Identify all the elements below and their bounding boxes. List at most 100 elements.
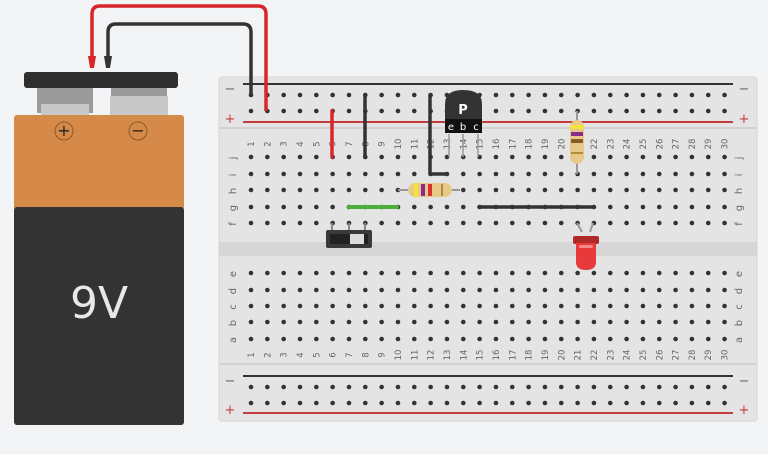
terminal-hole[interactable]: [330, 187, 335, 193]
rail-hole[interactable]: [412, 108, 417, 114]
terminal-hole[interactable]: [379, 154, 384, 160]
terminal-hole[interactable]: [330, 204, 335, 210]
rail-hole[interactable]: [460, 400, 466, 406]
terminal-hole[interactable]: [460, 303, 466, 309]
rail-hole[interactable]: [379, 400, 384, 406]
rail-hole[interactable]: [624, 400, 629, 406]
rail-hole[interactable]: [330, 384, 335, 390]
terminal-hole[interactable]: [477, 220, 482, 226]
terminal-hole[interactable]: [460, 319, 466, 325]
rail-hole[interactable]: [493, 92, 499, 98]
terminal-hole[interactable]: [346, 336, 352, 342]
terminal-hole[interactable]: [607, 171, 613, 177]
rail-hole[interactable]: [346, 108, 352, 114]
terminal-hole[interactable]: [444, 336, 450, 342]
terminal-hole[interactable]: [509, 171, 515, 177]
terminal-hole[interactable]: [444, 287, 450, 293]
terminal-hole[interactable]: [591, 303, 597, 309]
terminal-hole[interactable]: [656, 336, 662, 342]
terminal-hole[interactable]: [330, 303, 335, 309]
terminal-hole[interactable]: [673, 270, 678, 276]
rail-hole[interactable]: [624, 384, 629, 390]
terminal-hole[interactable]: [689, 154, 695, 160]
terminal-hole[interactable]: [509, 319, 515, 325]
terminal-hole[interactable]: [265, 220, 270, 226]
rail-hole[interactable]: [673, 92, 678, 98]
terminal-hole[interactable]: [460, 204, 466, 210]
terminal-hole[interactable]: [460, 270, 466, 276]
rail-hole[interactable]: [689, 108, 695, 114]
terminal-hole[interactable]: [297, 287, 303, 293]
terminal-hole[interactable]: [428, 220, 433, 226]
terminal-hole[interactable]: [689, 303, 695, 309]
terminal-hole[interactable]: [412, 319, 417, 325]
rail-hole[interactable]: [314, 384, 319, 390]
rail-hole[interactable]: [412, 92, 417, 98]
terminal-hole[interactable]: [297, 154, 303, 160]
terminal-hole[interactable]: [509, 220, 515, 226]
terminal-hole[interactable]: [493, 287, 499, 293]
terminal-hole[interactable]: [526, 319, 531, 325]
terminal-hole[interactable]: [493, 336, 499, 342]
terminal-hole[interactable]: [314, 154, 319, 160]
rail-hole[interactable]: [330, 400, 335, 406]
terminal-hole[interactable]: [705, 270, 711, 276]
terminal-hole[interactable]: [265, 270, 270, 276]
terminal-hole[interactable]: [558, 287, 564, 293]
slide-switch[interactable]: [326, 223, 372, 248]
terminal-hole[interactable]: [526, 287, 531, 293]
rail-hole[interactable]: [493, 384, 499, 390]
terminal-hole[interactable]: [624, 220, 629, 226]
rail-hole[interactable]: [673, 400, 678, 406]
terminal-hole[interactable]: [412, 287, 417, 293]
terminal-hole[interactable]: [705, 319, 711, 325]
rail-hole[interactable]: [591, 400, 597, 406]
terminal-hole[interactable]: [689, 319, 695, 325]
terminal-hole[interactable]: [673, 287, 678, 293]
rail-hole[interactable]: [689, 384, 695, 390]
wire-black-battery[interactable]: [106, 22, 253, 95]
terminal-hole[interactable]: [509, 303, 515, 309]
rail-hole[interactable]: [509, 92, 515, 98]
rail-hole[interactable]: [509, 108, 515, 114]
terminal-hole[interactable]: [542, 270, 548, 276]
rail-hole[interactable]: [558, 400, 564, 406]
rail-hole[interactable]: [705, 400, 711, 406]
terminal-hole[interactable]: [281, 270, 286, 276]
terminal-hole[interactable]: [314, 171, 319, 177]
wire-red-battery[interactable]: [90, 4, 268, 111]
battery-terminal-minus[interactable]: [111, 88, 167, 98]
terminal-hole[interactable]: [281, 336, 286, 342]
terminal-hole[interactable]: [460, 287, 466, 293]
terminal-hole[interactable]: [314, 336, 319, 342]
terminal-hole[interactable]: [591, 154, 597, 160]
rail-hole[interactable]: [363, 400, 368, 406]
terminal-hole[interactable]: [673, 303, 678, 309]
rail-hole[interactable]: [346, 92, 352, 98]
terminal-hole[interactable]: [607, 336, 613, 342]
rail-hole[interactable]: [248, 400, 254, 406]
terminal-hole[interactable]: [624, 270, 629, 276]
rail-hole[interactable]: [509, 400, 515, 406]
terminal-hole[interactable]: [477, 171, 482, 177]
terminal-hole[interactable]: [265, 204, 270, 210]
terminal-hole[interactable]: [526, 187, 531, 193]
terminal-hole[interactable]: [640, 154, 646, 160]
rail-hole[interactable]: [281, 384, 286, 390]
terminal-hole[interactable]: [346, 287, 352, 293]
rail-hole[interactable]: [542, 108, 548, 114]
terminal-hole[interactable]: [673, 336, 678, 342]
rail-hole[interactable]: [281, 400, 286, 406]
rail-hole[interactable]: [575, 400, 580, 406]
terminal-hole[interactable]: [363, 336, 368, 342]
terminal-hole[interactable]: [363, 319, 368, 325]
terminal-hole[interactable]: [542, 303, 548, 309]
rail-hole[interactable]: [346, 400, 352, 406]
terminal-hole[interactable]: [575, 303, 580, 309]
terminal-hole[interactable]: [379, 303, 384, 309]
terminal-hole[interactable]: [444, 270, 450, 276]
rail-hole[interactable]: [656, 400, 662, 406]
terminal-hole[interactable]: [395, 303, 401, 309]
terminal-hole[interactable]: [640, 204, 646, 210]
rail-hole[interactable]: [395, 108, 401, 114]
